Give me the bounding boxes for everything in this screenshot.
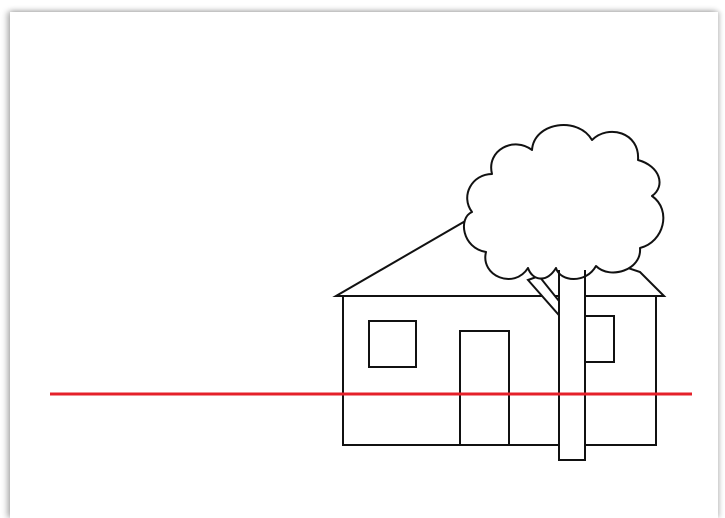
door [460,331,509,445]
left-window [369,321,416,367]
right-window [584,316,614,362]
tree-trunk [559,270,585,460]
tree-crown [464,125,663,279]
